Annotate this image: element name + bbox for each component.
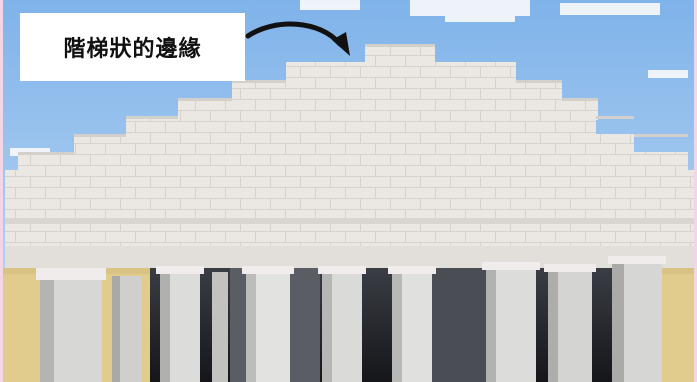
annotation-label-box: 階梯狀的邊緣 [20, 13, 245, 81]
left-frame-border [0, 0, 3, 382]
temple-interior [150, 268, 620, 382]
columns [40, 262, 662, 382]
roof-step-edges [18, 44, 688, 155]
clouds [10, 0, 688, 156]
curved-arrow-icon [240, 14, 360, 68]
right-frame-border [694, 0, 697, 382]
annotation-label: 階梯狀的邊緣 [63, 37, 202, 62]
column-capitals [36, 256, 666, 280]
